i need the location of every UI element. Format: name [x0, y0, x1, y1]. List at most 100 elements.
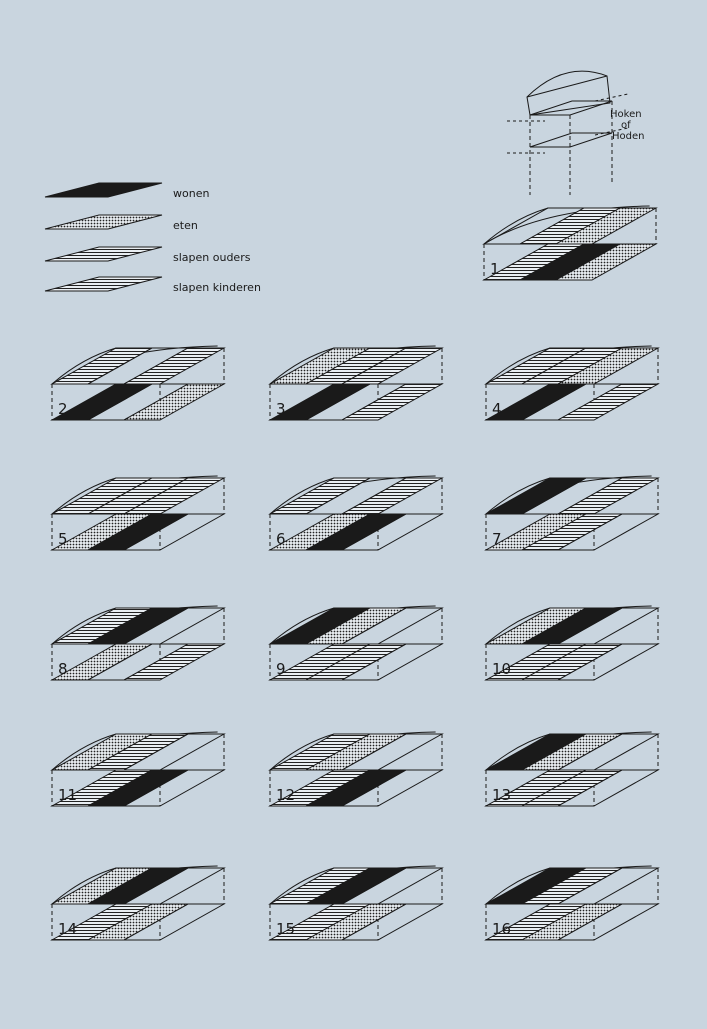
upper-floor — [484, 477, 660, 515]
house-diagram-12: 12 — [268, 731, 444, 807]
diagram-number: 14 — [58, 920, 77, 938]
ground-floor-cell-3 — [556, 769, 660, 807]
upper-floor — [50, 867, 226, 905]
house-diagram-14: 14 — [50, 865, 226, 941]
upper-floor — [50, 477, 226, 515]
box-outline — [485, 734, 659, 806]
wonen-swatch — [44, 182, 163, 198]
box-outline — [51, 478, 225, 550]
ground-floor — [268, 383, 444, 421]
roof-end-arc — [485, 347, 551, 385]
diagram-number: 16 — [492, 920, 511, 938]
legend-item-wonen: wonen — [44, 182, 209, 200]
upper-floor — [50, 347, 226, 385]
ground-floor — [484, 769, 660, 807]
ground-floor — [50, 383, 226, 421]
upper-floor — [50, 733, 226, 771]
diagram-number: 8 — [58, 660, 68, 678]
box-outline — [51, 734, 225, 806]
diagram-number: 7 — [492, 530, 502, 548]
exploded-roof-ridge — [526, 75, 608, 98]
slapen-ouders-swatch — [44, 246, 163, 262]
roof-end-arc — [485, 607, 551, 645]
house-diagram-15: 15 — [268, 865, 444, 941]
diagram-number: 15 — [276, 920, 295, 938]
ground-floor-cell-3 — [122, 513, 226, 551]
ground-floor — [50, 903, 226, 941]
legend-item-slapen-kinderen: slapen kinderen — [44, 276, 261, 294]
house-diagram-10: 10 — [484, 605, 660, 681]
roof-end-arc — [485, 477, 551, 515]
box-outline — [269, 608, 443, 680]
ground-floor-cell-3 — [340, 383, 444, 421]
ground-floor-cell-3 — [122, 643, 226, 681]
legend-item-eten: eten — [44, 214, 198, 232]
ground-floor — [484, 383, 660, 421]
legend-label-wonen: wonen — [173, 187, 209, 200]
roof-end-arc — [485, 867, 551, 905]
house-diagram-11: 11 — [50, 731, 226, 807]
diagram-number: 9 — [276, 660, 286, 678]
ground-floor — [484, 513, 660, 551]
box-outline — [269, 478, 443, 550]
house-diagram-5: 5 — [50, 475, 226, 551]
ground-floor-cell-3 — [122, 769, 226, 807]
annotation-hoden: Hoden — [612, 131, 644, 142]
exploded-roof — [526, 70, 611, 116]
upper-floor — [268, 733, 444, 771]
hoken-annotation: Hoken of Hoden — [610, 109, 644, 142]
box-outline — [485, 608, 659, 680]
hut-exploded-view — [507, 70, 629, 195]
upper-floor — [484, 733, 660, 771]
ground-floor — [268, 513, 444, 551]
box-outline — [269, 734, 443, 806]
legend: wonen eten slapen ouders slapen kinderen — [44, 182, 261, 294]
upper-floor — [268, 867, 444, 905]
roof-end-arc — [51, 607, 117, 645]
legend-label-slapen-kinderen: slapen kinderen — [173, 281, 261, 294]
box-outline — [485, 868, 659, 940]
ground-floor-cell-3 — [556, 513, 660, 551]
ground-floor — [268, 903, 444, 941]
diagram-number: 13 — [492, 786, 511, 804]
diagram-number: 5 — [58, 530, 68, 548]
annotation-hoken: Hoken — [610, 109, 642, 120]
house-diagram-6: 6 — [268, 475, 444, 551]
roof-end-arc — [269, 867, 335, 905]
roof-end-arc — [485, 733, 551, 771]
slapen-kinderen-swatch — [44, 276, 163, 292]
roof-end-arc — [269, 347, 335, 385]
ground-floor-cell-3 — [122, 903, 226, 941]
roof-end-arc — [483, 207, 549, 245]
ground-floor — [50, 643, 226, 681]
diagram-number: 1 — [490, 260, 500, 278]
house-diagram-7: 7 — [484, 475, 660, 551]
upper-floor — [484, 347, 660, 385]
ground-floor-cell-3 — [340, 643, 444, 681]
box-outline — [51, 868, 225, 940]
exploded-loft-lower — [529, 132, 613, 148]
upper-floor — [268, 607, 444, 645]
box-outline — [269, 868, 443, 940]
ground-floor-cell-3 — [340, 769, 444, 807]
diagram-number: 4 — [492, 400, 502, 418]
roof-end-arc — [51, 477, 117, 515]
house-diagram-13: 13 — [484, 731, 660, 807]
house-diagram-8: 8 — [50, 605, 226, 681]
ground-floor — [484, 643, 660, 681]
legend-label-eten: eten — [173, 219, 198, 232]
ground-floor-cell-3 — [556, 643, 660, 681]
box-outline — [485, 478, 659, 550]
house-diagram-3: 3 — [268, 345, 444, 421]
ground-floor-cell-3 — [340, 513, 444, 551]
exploded-dash-5 — [594, 93, 629, 102]
ground-floor — [268, 643, 444, 681]
diagram-number: 12 — [276, 786, 295, 804]
ground-floor — [482, 243, 658, 281]
roof-end-arc — [51, 733, 117, 771]
ground-floor-cell-3 — [554, 243, 658, 281]
diagram-number: 11 — [58, 786, 77, 804]
